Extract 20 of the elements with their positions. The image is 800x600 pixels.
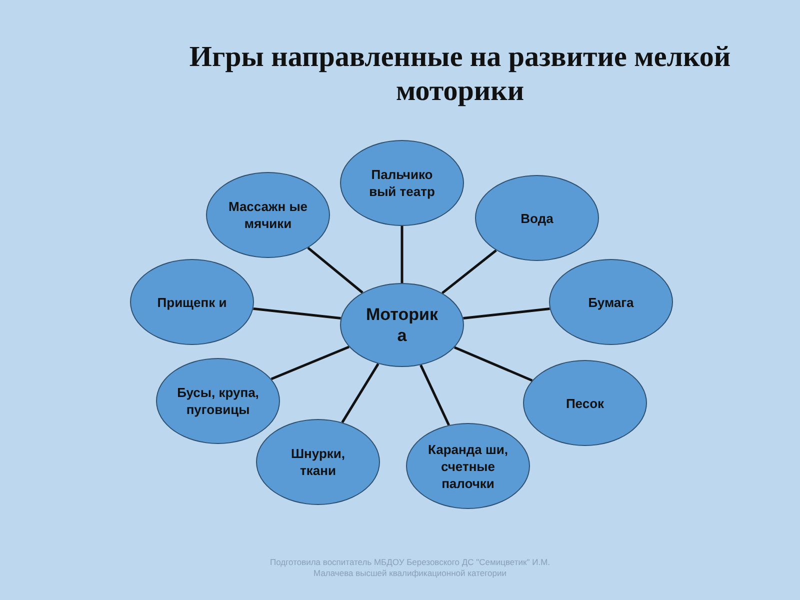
node-label: Бумага (587, 294, 635, 310)
node-label: Бусы, крупа, пуговицы (176, 384, 260, 418)
node-label: Пальчико вый театр (368, 166, 436, 200)
connector-line (454, 346, 533, 382)
connector-line (463, 308, 550, 320)
node-label: Вода (520, 210, 554, 226)
node-label: Песок (564, 394, 606, 412)
connector-line (341, 363, 380, 424)
node-label: Шнурки, ткани (290, 445, 346, 479)
node-label: Массажн ые мячики (227, 198, 309, 232)
node-label: Моторик а (365, 304, 439, 346)
node-label: Каранда ши, счетные палочки (427, 440, 509, 492)
connector-line (307, 246, 364, 294)
connector-line (400, 226, 404, 283)
connector-line (270, 346, 350, 380)
title: Игры направленные на развитие мелкой моторики (188, 40, 732, 108)
connector-line (420, 364, 450, 426)
connector-line (253, 307, 341, 320)
node-label: Прищепк и (156, 294, 228, 310)
connector-line (442, 249, 497, 294)
